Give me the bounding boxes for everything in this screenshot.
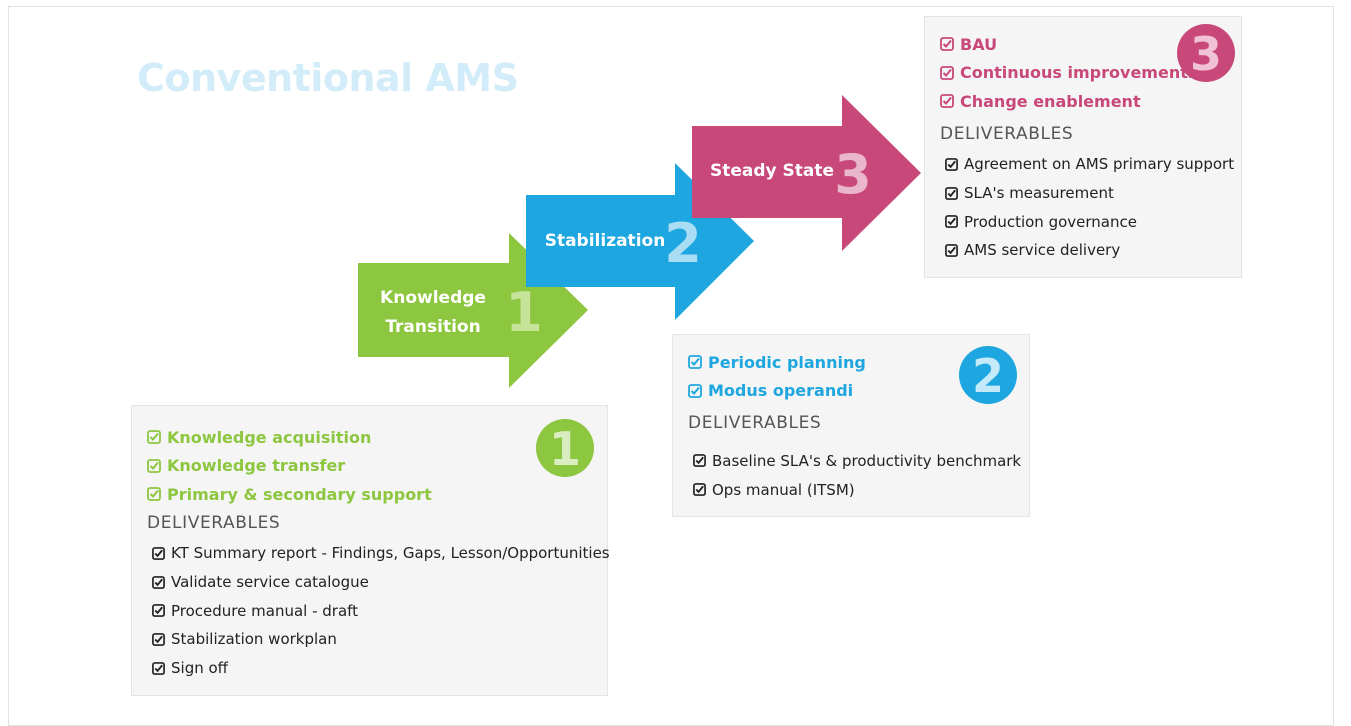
arrow-2-label: Stabilization xyxy=(545,231,666,251)
deliverable-item: Agreement on AMS primary support xyxy=(945,150,1234,179)
deliverable-item: KT Summary report - Findings, Gaps, Less… xyxy=(152,539,610,568)
phase-1-goals: Knowledge acquisition Knowledge transfer… xyxy=(147,423,432,509)
deliverables-heading: DELIVERABLES xyxy=(688,413,822,433)
check-square-icon xyxy=(147,487,161,502)
arrow-3-shape xyxy=(692,95,921,251)
arrow-3-label: Steady State xyxy=(710,161,834,181)
check-square-icon xyxy=(152,632,165,646)
check-square-icon xyxy=(147,458,161,473)
goal-label: Modus operandi xyxy=(708,381,854,401)
arrow-steady-state: Steady State 3 xyxy=(692,95,921,251)
deliverable-item: Procedure manual - draft xyxy=(152,596,610,625)
arrow-2-number: 2 xyxy=(664,212,702,275)
goal-label: Change enablement xyxy=(960,91,1141,111)
phase-1-badge: 1 xyxy=(536,419,594,477)
check-square-icon xyxy=(945,186,958,200)
check-square-icon xyxy=(693,454,706,467)
deliverable-label: Ops manual (ITSM) xyxy=(712,480,855,499)
deliverable-item: Production governance xyxy=(945,207,1234,236)
phase-3-deliverables: Agreement on AMS primary support SLA's m… xyxy=(945,150,1234,265)
phase-2-goals: Periodic planning Modus operandi xyxy=(688,348,866,405)
goal-item: Primary & secondary support xyxy=(147,480,432,509)
check-square-icon xyxy=(152,604,165,618)
phase-2-deliverables: Baseline SLA's & productivity benchmark … xyxy=(693,446,1021,504)
goal-item: Knowledge transfer xyxy=(147,452,432,481)
deliverable-label: Baseline SLA's & productivity benchmark xyxy=(712,451,1022,470)
check-square-icon xyxy=(945,157,958,171)
check-square-icon xyxy=(152,546,165,560)
check-square-icon xyxy=(940,94,954,109)
arrow-1-label-line-2: Transition xyxy=(385,317,480,337)
goal-label: Continuous improvements xyxy=(960,63,1198,83)
check-square-icon xyxy=(940,37,954,52)
deliverable-item: SLA's measurement xyxy=(945,179,1234,208)
deliverable-label: Agreement on AMS primary support xyxy=(964,155,1235,174)
arrow-1-number: 1 xyxy=(505,281,543,344)
check-square-icon xyxy=(940,65,954,80)
deliverables-heading: DELIVERABLES xyxy=(147,513,281,533)
deliverable-label: Stabilization workplan xyxy=(171,630,337,649)
deliverable-label: AMS service delivery xyxy=(964,241,1121,260)
deliverable-label: Procedure manual - draft xyxy=(171,601,359,620)
deliverable-label: SLA's measurement xyxy=(964,184,1114,203)
check-square-icon xyxy=(945,215,958,229)
badge-number: 2 xyxy=(971,349,1004,403)
goal-item: Change enablement xyxy=(940,87,1197,116)
goal-item: Knowledge acquisition xyxy=(147,423,432,452)
goal-label: Knowledge transfer xyxy=(167,456,346,476)
goal-label: Primary & secondary support xyxy=(167,484,432,504)
check-square-icon xyxy=(147,430,161,445)
arrow-1-label-line-1: Knowledge xyxy=(380,288,486,308)
phase-3-badge: 3 xyxy=(1177,24,1235,82)
deliverable-label: Sign off xyxy=(171,659,228,678)
check-square-icon xyxy=(688,355,702,370)
phase-1-card: Knowledge acquisition Knowledge transfer… xyxy=(131,405,610,696)
goal-label: Periodic planning xyxy=(708,352,866,372)
deliverable-item: Validate service catalogue xyxy=(152,568,610,597)
deliverable-label: KT Summary report - Findings, Gaps, Less… xyxy=(171,544,610,563)
deliverable-item: Ops manual (ITSM) xyxy=(693,475,1021,504)
check-square-icon xyxy=(688,383,702,398)
deliverable-item: Baseline SLA's & productivity benchmark xyxy=(693,446,1021,475)
deliverable-item: Sign off xyxy=(152,654,610,683)
deliverable-label: Production governance xyxy=(964,212,1137,231)
goal-item: Modus operandi xyxy=(688,377,866,406)
deliverables-heading: DELIVERABLES xyxy=(940,124,1074,144)
check-square-icon xyxy=(693,483,706,496)
check-square-icon xyxy=(152,661,165,675)
badge-number: 1 xyxy=(548,422,581,476)
phase-3-goals: BAU Continuous improvements Change enabl… xyxy=(940,30,1197,116)
arrow-3-number: 3 xyxy=(834,143,872,206)
phase-2-card: Periodic planning Modus operandi DELIVER… xyxy=(672,334,1030,517)
goal-item: Periodic planning xyxy=(688,348,866,377)
check-square-icon xyxy=(945,243,958,257)
goal-label: BAU xyxy=(960,34,998,54)
phase-2-badge: 2 xyxy=(959,346,1017,404)
phase-3-card: BAU Continuous improvements Change enabl… xyxy=(924,16,1242,278)
page-title: Conventional AMS xyxy=(137,56,519,100)
check-square-icon xyxy=(152,575,165,589)
deliverable-item: AMS service delivery xyxy=(945,236,1234,265)
deliverable-label: Validate service catalogue xyxy=(171,573,369,592)
deliverable-item: Stabilization workplan xyxy=(152,625,610,654)
goal-item: BAU xyxy=(940,30,1197,59)
goal-item: Continuous improvements xyxy=(940,59,1197,88)
goal-label: Knowledge acquisition xyxy=(167,427,372,447)
phase-1-deliverables: KT Summary report - Findings, Gaps, Less… xyxy=(152,539,610,682)
badge-number: 3 xyxy=(1189,27,1222,81)
